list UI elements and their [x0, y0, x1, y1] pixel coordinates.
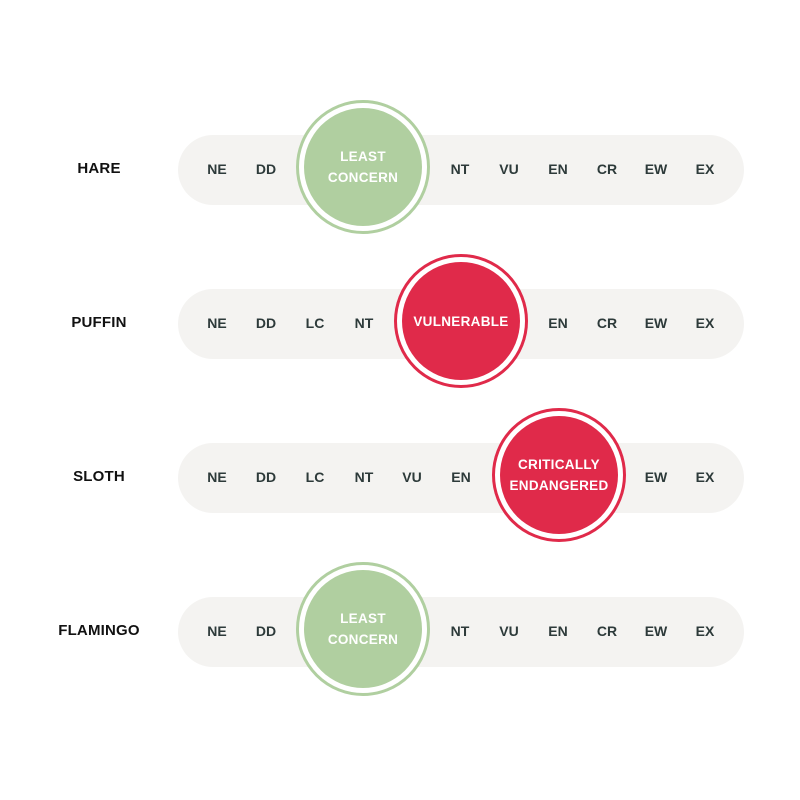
- status-code-ew: EW: [644, 161, 668, 177]
- status-badge-label: VULNERABLE: [402, 262, 520, 380]
- species-row-puffin: PUFFIN NE DD LC NT EN CR EW EX VULNERABLE: [0, 254, 800, 394]
- status-code-en: EN: [548, 161, 568, 177]
- species-row-sloth: SLOTH NE DD LC NT VU EN EW EX CRITICALLY ENDANGER…: [0, 408, 800, 548]
- species-row-flamingo: FLAMINGO NE DD NT VU EN CR EW EX LEAST CONCERN: [0, 562, 800, 702]
- status-code-lc: LC: [305, 469, 325, 485]
- status-code-dd: DD: [255, 161, 277, 177]
- status-code-ex: EX: [695, 469, 715, 485]
- status-code-ne: NE: [207, 161, 227, 177]
- status-code-dd: DD: [255, 315, 277, 331]
- status-code-nt: NT: [450, 161, 470, 177]
- status-code-ex: EX: [695, 623, 715, 639]
- status-code-en: EN: [548, 315, 568, 331]
- species-name: PUFFIN: [71, 314, 127, 331]
- status-code-lc: LC: [305, 315, 325, 331]
- status-code-cr: CR: [596, 623, 618, 639]
- species-name: FLAMINGO: [58, 622, 140, 639]
- status-code-ne: NE: [207, 469, 227, 485]
- status-code-ne: NE: [207, 623, 227, 639]
- status-scale-track: [178, 443, 744, 513]
- status-code-ew: EW: [644, 469, 668, 485]
- status-scale-track: [178, 135, 744, 205]
- status-code-ex: EX: [695, 161, 715, 177]
- status-badge: LEAST CONCERN: [296, 562, 430, 696]
- status-code-vu: VU: [402, 469, 422, 485]
- status-code-nt: NT: [450, 623, 470, 639]
- status-badge-label: CRITICALLY ENDANGERED: [500, 416, 618, 534]
- status-code-dd: DD: [255, 623, 277, 639]
- status-badge: CRITICALLY ENDANGERED: [492, 408, 626, 542]
- status-code-ex: EX: [695, 315, 715, 331]
- status-badge-label: LEAST CONCERN: [304, 108, 422, 226]
- status-code-vu: VU: [499, 623, 519, 639]
- status-code-nt: NT: [354, 469, 374, 485]
- status-code-cr: CR: [596, 161, 618, 177]
- status-code-ew: EW: [644, 315, 668, 331]
- status-code-ne: NE: [207, 315, 227, 331]
- status-code-dd: DD: [255, 469, 277, 485]
- status-code-en: EN: [451, 469, 471, 485]
- status-code-cr: CR: [596, 315, 618, 331]
- status-code-en: EN: [548, 623, 568, 639]
- status-scale-track: [178, 597, 744, 667]
- species-row-hare: HARE NE DD NT VU EN CR EW EX LEAST CONCERN: [0, 100, 800, 240]
- species-name: HARE: [77, 160, 121, 177]
- status-badge: LEAST CONCERN: [296, 100, 430, 234]
- status-code-nt: NT: [354, 315, 374, 331]
- status-badge-label: LEAST CONCERN: [304, 570, 422, 688]
- status-code-vu: VU: [499, 161, 519, 177]
- status-code-ew: EW: [644, 623, 668, 639]
- species-name: SLOTH: [73, 468, 125, 485]
- status-badge: VULNERABLE: [394, 254, 528, 388]
